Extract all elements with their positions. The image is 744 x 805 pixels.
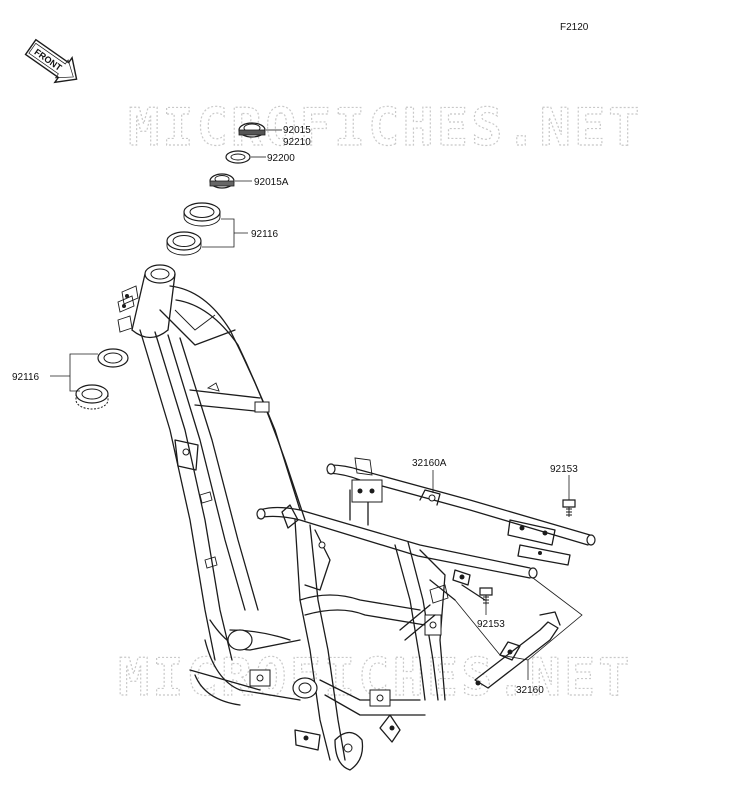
bracket-32160 (474, 611, 561, 689)
nut-92015a (209, 173, 235, 189)
label-92153-center: 92153 (477, 619, 505, 630)
bolt-92153-right (562, 499, 576, 517)
front-arrow-icon: FRONT (24, 38, 78, 84)
main-frame (117, 264, 596, 771)
nut-92015 (238, 122, 266, 138)
diagram-code: F2120 (560, 22, 589, 33)
bearing-92116-upper-a (183, 202, 221, 227)
label-92116-upper: 92116 (251, 229, 279, 240)
label-92153-right: 92153 (550, 464, 578, 475)
label-92200: 92200 (267, 153, 295, 164)
bolt-92153-center (479, 587, 493, 605)
bearing-92116-lower-b (75, 384, 109, 410)
label-32160: 32160 (516, 685, 544, 696)
label-92116-left: 92116 (12, 372, 40, 383)
bearing-92116-upper-b (166, 231, 202, 256)
watermark-top: MICROFICHES.NET (128, 98, 643, 158)
label-92015a: 92015A (254, 177, 289, 188)
label-92015: 92015 (283, 125, 311, 136)
label-32160a: 32160A (412, 458, 447, 469)
bearing-92116-lower-a (97, 348, 129, 368)
label-92210: 92210 (283, 137, 311, 148)
washer-92200 (225, 150, 251, 164)
